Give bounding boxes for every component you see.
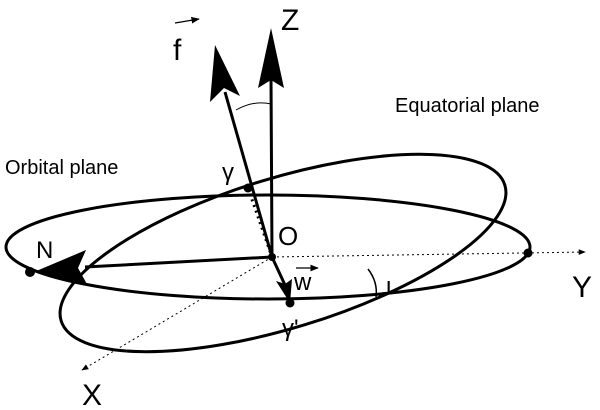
- vector-n-arrow-head: [34, 250, 88, 286]
- x-axis-line: [81, 256, 273, 371]
- z-axis-line: [269, 77, 274, 258]
- vector-f-overarrow: [174, 16, 200, 24]
- vector-w-label: w: [293, 269, 312, 296]
- y-axis-label: Y: [572, 271, 592, 304]
- inclination-label: ι: [386, 273, 391, 300]
- x-axis-label: X: [82, 379, 102, 410]
- gamma-label: γ: [222, 159, 234, 186]
- vector-w-line: [270, 256, 287, 286]
- gamma-prime-label: γ': [282, 315, 299, 342]
- gamma-point: [243, 183, 253, 193]
- y-axis-line: [271, 249, 586, 258]
- origin-point: [268, 253, 276, 261]
- vector-f-arrow-head: [210, 45, 240, 102]
- y-axis-ellipse-point: [523, 248, 533, 258]
- gamma-prime-point: [285, 298, 295, 308]
- z-arrow-head: [258, 28, 284, 88]
- inclination-arc: [367, 268, 378, 298]
- orbital-plane-ellipse: [58, 152, 508, 354]
- orbital-plane-label: Orbital plane: [5, 157, 118, 179]
- equatorial-plane-ellipse: [4, 193, 532, 301]
- vector-f-line: [223, 91, 274, 258]
- node-label: N: [36, 237, 53, 264]
- equatorial-plane-label: Equatorial plane: [395, 95, 540, 117]
- vector-w-arrow-head: [276, 279, 292, 303]
- angle-arc-f-z: [235, 102, 272, 111]
- z-axis-label: Z: [281, 4, 299, 37]
- origin-label: O: [278, 221, 298, 251]
- vector-f-label: f: [173, 34, 182, 67]
- vector-n-line: [84, 255, 273, 269]
- node-point: [25, 267, 35, 277]
